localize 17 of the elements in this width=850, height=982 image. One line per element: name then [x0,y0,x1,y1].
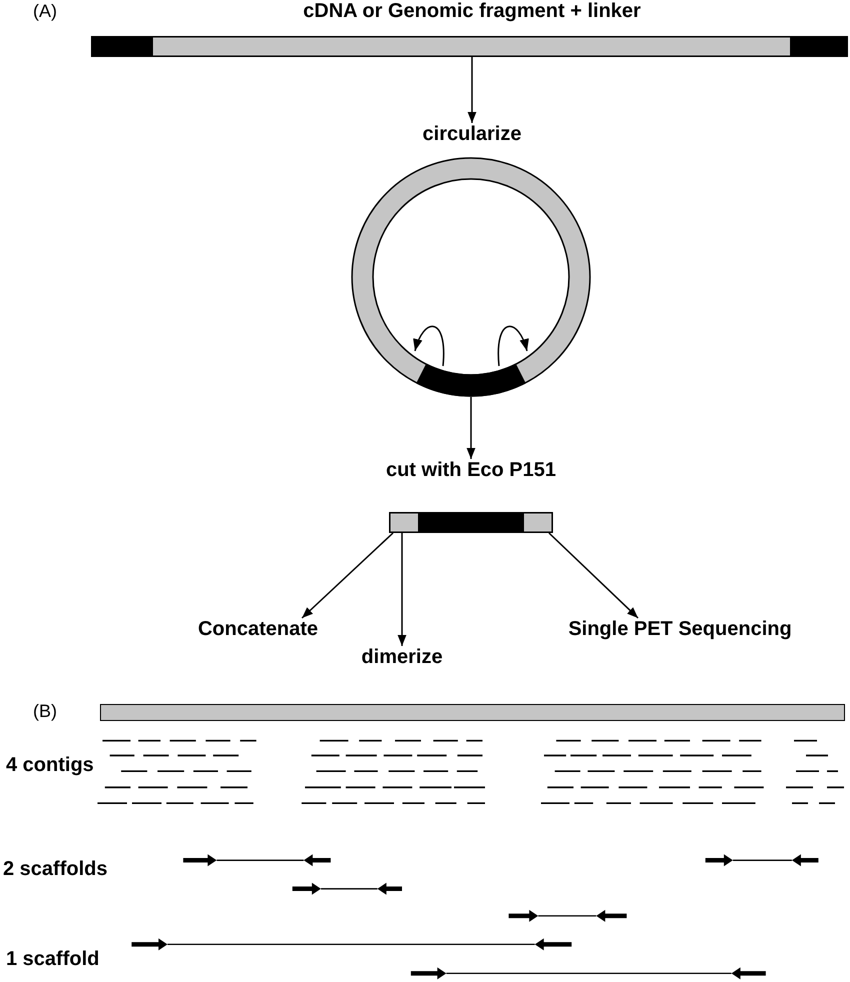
step-label: Single PET Sequencing [568,618,792,641]
step-label: cut with Eco P151 [386,459,556,482]
arrow [548,532,639,619]
panel-label: (B) [33,701,57,722]
step-label: Concatenate [198,618,318,641]
step-label: cDNA or Genomic fragment + linker [303,0,641,23]
row-label: 2 scaffolds [3,858,108,881]
sequence-bar [100,704,845,721]
step-label: circularize [422,123,522,146]
arrow [468,57,476,123]
step-label: dimerize [361,646,443,669]
panel-label: (A) [33,1,57,22]
arrow [301,532,394,619]
row-label: 1 scaffold [6,948,100,971]
arrow [398,533,406,646]
arrow [466,397,476,459]
row-label: 4 contigs [6,754,94,777]
